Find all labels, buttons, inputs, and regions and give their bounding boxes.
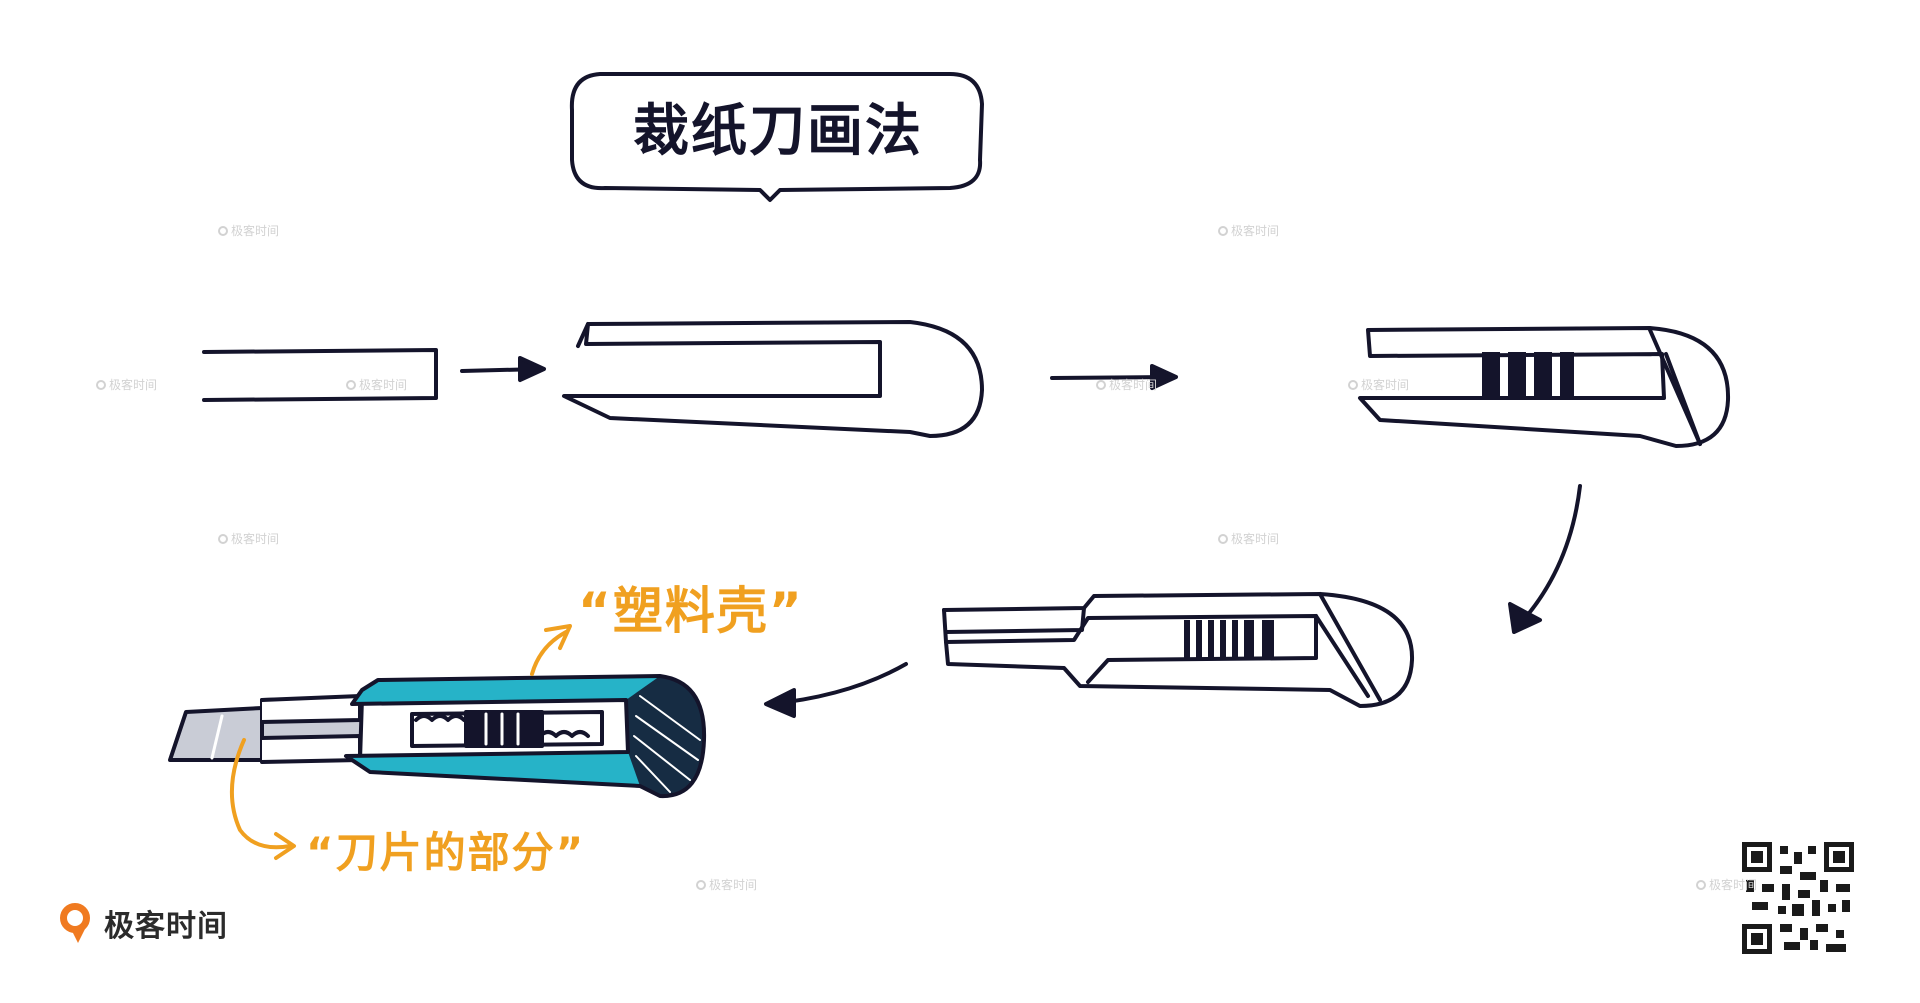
arrow-step3-to-step4 (1508, 484, 1582, 634)
step-3-knife-with-slider (1358, 326, 1731, 448)
watermark: 极客时间 (1696, 876, 1757, 894)
watermark: 极客时间 (96, 376, 157, 394)
blade-part-pointer (230, 738, 296, 860)
watermark: 极客时间 (1348, 376, 1409, 394)
plastic-shell-pointer (530, 624, 572, 676)
watermark: 极客时间 (218, 222, 279, 240)
watermark: 极客时间 (218, 530, 279, 548)
title-bubble (569, 72, 984, 202)
step-4-layered-body (942, 592, 1415, 708)
watermark: 极客时间 (1218, 222, 1279, 240)
watermark-logo-icon (1096, 380, 1106, 390)
watermark-logo-icon (346, 380, 356, 390)
plastic-shell-label: “塑料壳” (578, 582, 804, 640)
watermark: 极客时间 (1096, 376, 1157, 394)
arrow-step4-to-final (764, 662, 908, 718)
blade-part-label: “刀片的部分” (306, 828, 586, 877)
watermark-logo-icon (1218, 534, 1228, 544)
final-utility-knife (168, 674, 707, 799)
diagram-title: 裁纸刀画法 (633, 99, 923, 164)
step-4-slider-grip (1184, 620, 1274, 658)
watermark-logo-icon (96, 380, 106, 390)
watermark-logo-icon (696, 880, 706, 890)
watermark: 极客时间 (1218, 530, 1279, 548)
watermark-logo-icon (1696, 880, 1706, 890)
watermark-logo-icon (218, 534, 228, 544)
brand-logo: 极客时间 (58, 900, 228, 946)
arrow-step1-to-step2 (460, 356, 546, 382)
watermark-logo-icon (1218, 226, 1228, 236)
qr-code-icon (1742, 842, 1854, 954)
step-3-slider-grip (1482, 352, 1574, 396)
watermark: 极客时间 (696, 876, 757, 894)
watermark-logo-icon (218, 226, 228, 236)
step-1-blade-rail (202, 348, 438, 402)
step-2-knife-body (562, 320, 984, 438)
watermark: 极客时间 (346, 376, 407, 394)
watermark-logo-icon (1348, 380, 1358, 390)
geek-time-logo-icon (58, 901, 98, 945)
brand-name: 极客时间 (104, 909, 228, 944)
arrow-step2-to-step3 (1050, 364, 1178, 390)
